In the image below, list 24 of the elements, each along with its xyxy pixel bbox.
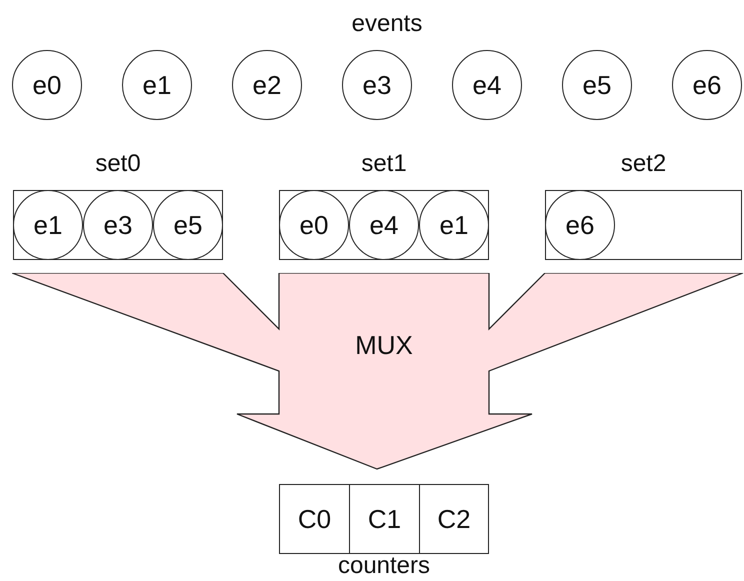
set-label: set2 <box>620 150 668 178</box>
mux-label: MUX <box>354 330 414 361</box>
event-circle: e3 <box>83 190 153 260</box>
counter-cell: C2 <box>419 484 489 554</box>
event-circle: e0 <box>12 50 82 120</box>
event-circle: e3 <box>342 50 412 120</box>
event-circle: e4 <box>452 50 522 120</box>
event-circle: e2 <box>232 50 302 120</box>
event-circle: e1 <box>419 190 489 260</box>
counter-cell: C0 <box>279 484 350 554</box>
event-circle: e6 <box>672 50 742 120</box>
counter-cell: C1 <box>349 484 420 554</box>
event-circle: e1 <box>122 50 192 120</box>
event-circle: e1 <box>13 190 83 260</box>
counters-label: counters <box>336 552 432 580</box>
events-label: events <box>350 10 424 38</box>
mux-arrow <box>12 273 744 470</box>
event-circle: e5 <box>153 190 223 260</box>
event-circle: e4 <box>349 190 419 260</box>
set-label: set1 <box>360 150 408 178</box>
event-circle: e0 <box>279 190 349 260</box>
event-circle: e5 <box>562 50 632 120</box>
event-circle: e6 <box>545 190 615 260</box>
set-label: set0 <box>94 150 142 178</box>
